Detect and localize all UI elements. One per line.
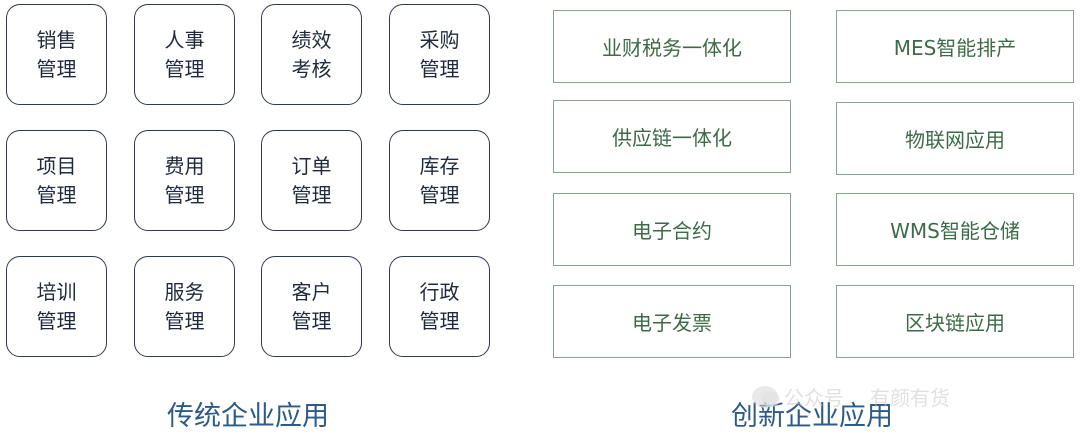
- watermark: 公众号 有颜有货: [752, 382, 950, 411]
- watermark-name: 有颜有货: [870, 386, 950, 410]
- card-e-contract: 电子合约: [553, 193, 791, 266]
- watermark-account: 公众号: [784, 386, 844, 410]
- card-iot: 物联网应用: [836, 102, 1074, 175]
- card-line1: 费用: [164, 153, 205, 178]
- card-hr-management: 人事 管理: [134, 4, 235, 105]
- card-line1: 项目: [36, 153, 77, 178]
- card-label: MES智能排产: [893, 36, 1017, 60]
- card-line2: 管理: [419, 56, 460, 81]
- card-line2: 管理: [419, 308, 460, 333]
- card-line1: 客户: [291, 279, 332, 304]
- card-expense-management: 费用 管理: [134, 130, 235, 231]
- card-line2: 管理: [36, 182, 77, 207]
- card-line2: 管理: [36, 308, 77, 333]
- card-line2: 管理: [291, 308, 332, 333]
- card-performance-review: 绩效 考核: [261, 4, 362, 105]
- card-supply-chain: 供应链一体化: [553, 100, 791, 173]
- card-label: 电子合约: [632, 219, 712, 243]
- card-line1: 订单: [291, 153, 332, 178]
- card-line2: 管理: [419, 182, 460, 207]
- card-sales-management: 销售 管理: [6, 4, 107, 105]
- card-training-management: 培训 管理: [6, 256, 107, 357]
- card-line2: 管理: [36, 56, 77, 81]
- card-line1: 采购: [419, 27, 460, 52]
- card-mes-scheduling: MES智能排产: [836, 10, 1074, 83]
- wechat-icon: [752, 385, 780, 408]
- card-customer-management: 客户 管理: [261, 256, 362, 357]
- card-order-management: 订单 管理: [261, 130, 362, 231]
- card-finance-tax-integration: 业财税务一体化: [553, 10, 791, 83]
- card-blockchain: 区块链应用: [836, 285, 1074, 358]
- card-label: 区块链应用: [905, 311, 1005, 335]
- card-inventory-management: 库存 管理: [389, 130, 490, 231]
- card-label: 供应链一体化: [612, 126, 732, 150]
- card-line2: 管理: [164, 182, 205, 207]
- card-label: 业财税务一体化: [602, 36, 742, 60]
- card-line1: 销售: [36, 27, 77, 52]
- card-line2: 管理: [291, 182, 332, 207]
- card-purchase-management: 采购 管理: [389, 4, 490, 105]
- card-e-invoice: 电子发票: [553, 285, 791, 358]
- card-line1: 行政: [419, 279, 460, 304]
- card-admin-management: 行政 管理: [389, 256, 490, 357]
- card-project-management: 项目 管理: [6, 130, 107, 231]
- card-line1: 人事: [164, 27, 205, 52]
- card-line2: 管理: [164, 56, 205, 81]
- card-line1: 绩效: [291, 27, 332, 52]
- card-line2: 管理: [164, 308, 205, 333]
- card-label: 电子发票: [632, 311, 712, 335]
- card-label: WMS智能仓储: [890, 219, 1020, 243]
- card-line1: 服务: [164, 279, 205, 304]
- card-wms-warehouse: WMS智能仓储: [836, 193, 1074, 266]
- traditional-caption: 传统企业应用: [167, 401, 329, 432]
- card-label: 物联网应用: [905, 128, 1005, 152]
- card-line2: 考核: [291, 56, 332, 81]
- card-service-management: 服务 管理: [134, 256, 235, 357]
- card-line1: 库存: [419, 153, 460, 178]
- card-line1: 培训: [36, 279, 77, 304]
